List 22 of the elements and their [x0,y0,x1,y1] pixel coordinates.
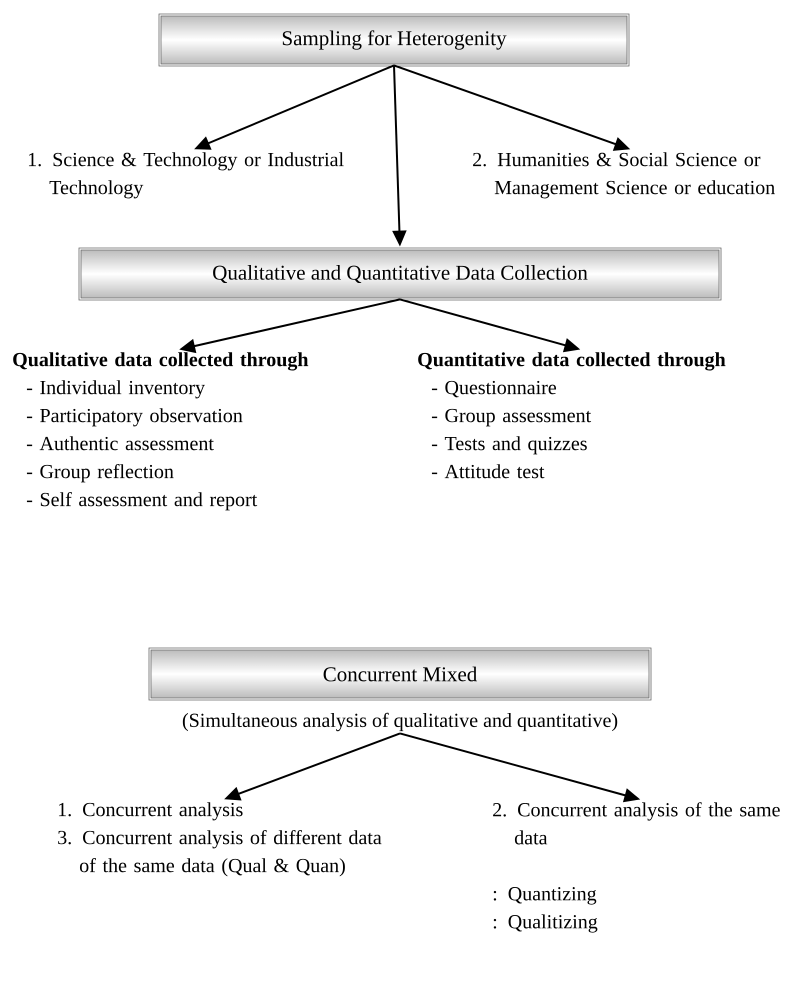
list-item: - Individual inventory [26,380,205,398]
list-item: - Group assessment [432,408,592,426]
caption-text: (Simultaneous analysis of qualitative and quantitative) [182,712,618,732]
text-item: 3. Concurrent analysis of different data of the same data (Qual & Quan) [58,830,382,876]
list-item: - Self assessment and report [26,492,258,510]
process-box: Sampling for Heterogenity [158,14,630,66]
list-item: - Authentic assessment [26,436,214,450]
list-item: - Attitude test [432,464,544,478]
process-box: Qualitative and Quantitative Data Collection [78,248,722,300]
list-item: - Tests and quizzes [432,436,587,454]
text-item: 2. Concurrent analysis of the same data [493,802,780,844]
text-item: : Quantizing [494,887,596,905]
text-item: 1. Science & Technology or Industrial Technology [28,152,344,198]
text-item: 2. Humanities & Social Science or Management Science or education [473,152,775,198]
heading: Quantitative data collected through [418,352,726,370]
text-item: 1. Concurrent analysis [58,802,243,820]
list-item: - Questionnaire [432,380,556,398]
list-item: - Group reflection [26,464,174,482]
heading: Qualitative data collected through [13,352,308,370]
text-item: : Qualitizing [494,914,598,933]
process-box: Concurrent Mixed [148,648,652,700]
list-item: - Participatory observation [26,408,243,426]
